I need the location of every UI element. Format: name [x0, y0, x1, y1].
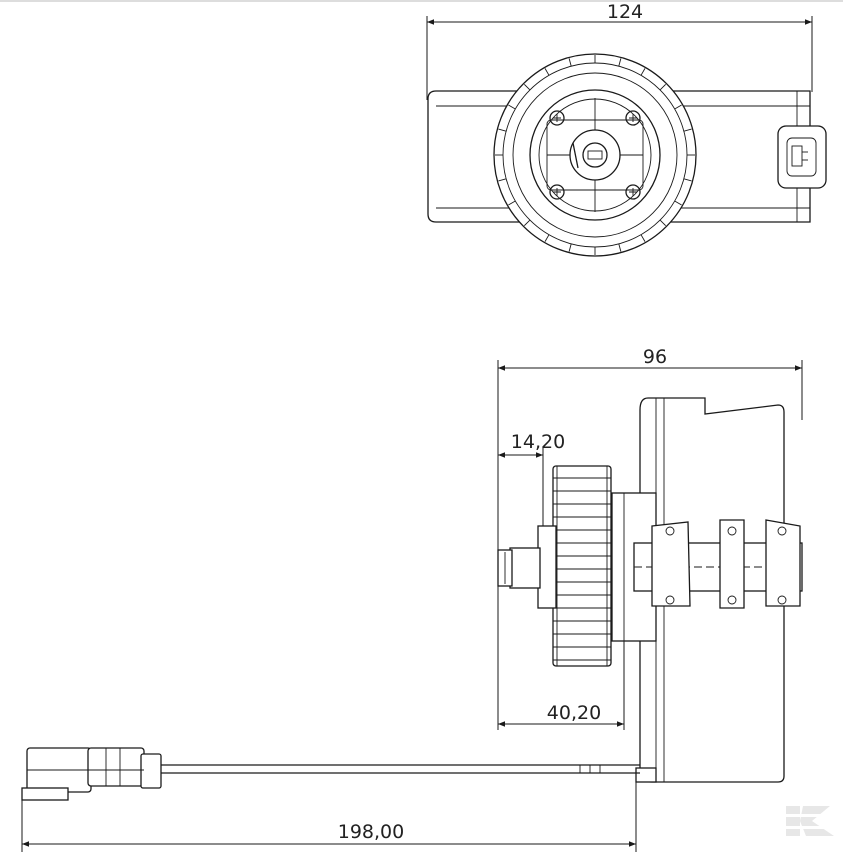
connector-top [777, 125, 827, 189]
axle-side [633, 519, 803, 609]
dimension-top-width-label: 124 [607, 1, 643, 23]
pump-head-top [493, 53, 697, 257]
side-view: 96 14,20 40,20 [497, 346, 803, 783]
dimension-side-width-label: 96 [643, 346, 667, 368]
cable-assembly: 198,00 [21, 747, 640, 852]
dimension-cable-length-label: 198,00 [338, 821, 404, 843]
dimension-side-width: 96 [497, 346, 803, 730]
dimension-flange-offset-label: 40,20 [547, 702, 601, 724]
dimension-cable-length: 198,00 [21, 782, 637, 852]
dimension-shaft-length: 14,20 [498, 431, 565, 540]
screw-icon [549, 110, 641, 200]
shaft-side [497, 525, 557, 609]
dimension-top-width: 124 [426, 1, 813, 100]
cable-connector [21, 747, 162, 801]
gear-wheel-side [552, 465, 612, 667]
cable-exit [635, 767, 657, 783]
dimension-shaft-length-label: 14,20 [511, 431, 565, 453]
dimension-flange-offset: 40,20 [498, 640, 625, 730]
top-view: 124 [426, 1, 827, 257]
watermark-logo [776, 806, 838, 836]
